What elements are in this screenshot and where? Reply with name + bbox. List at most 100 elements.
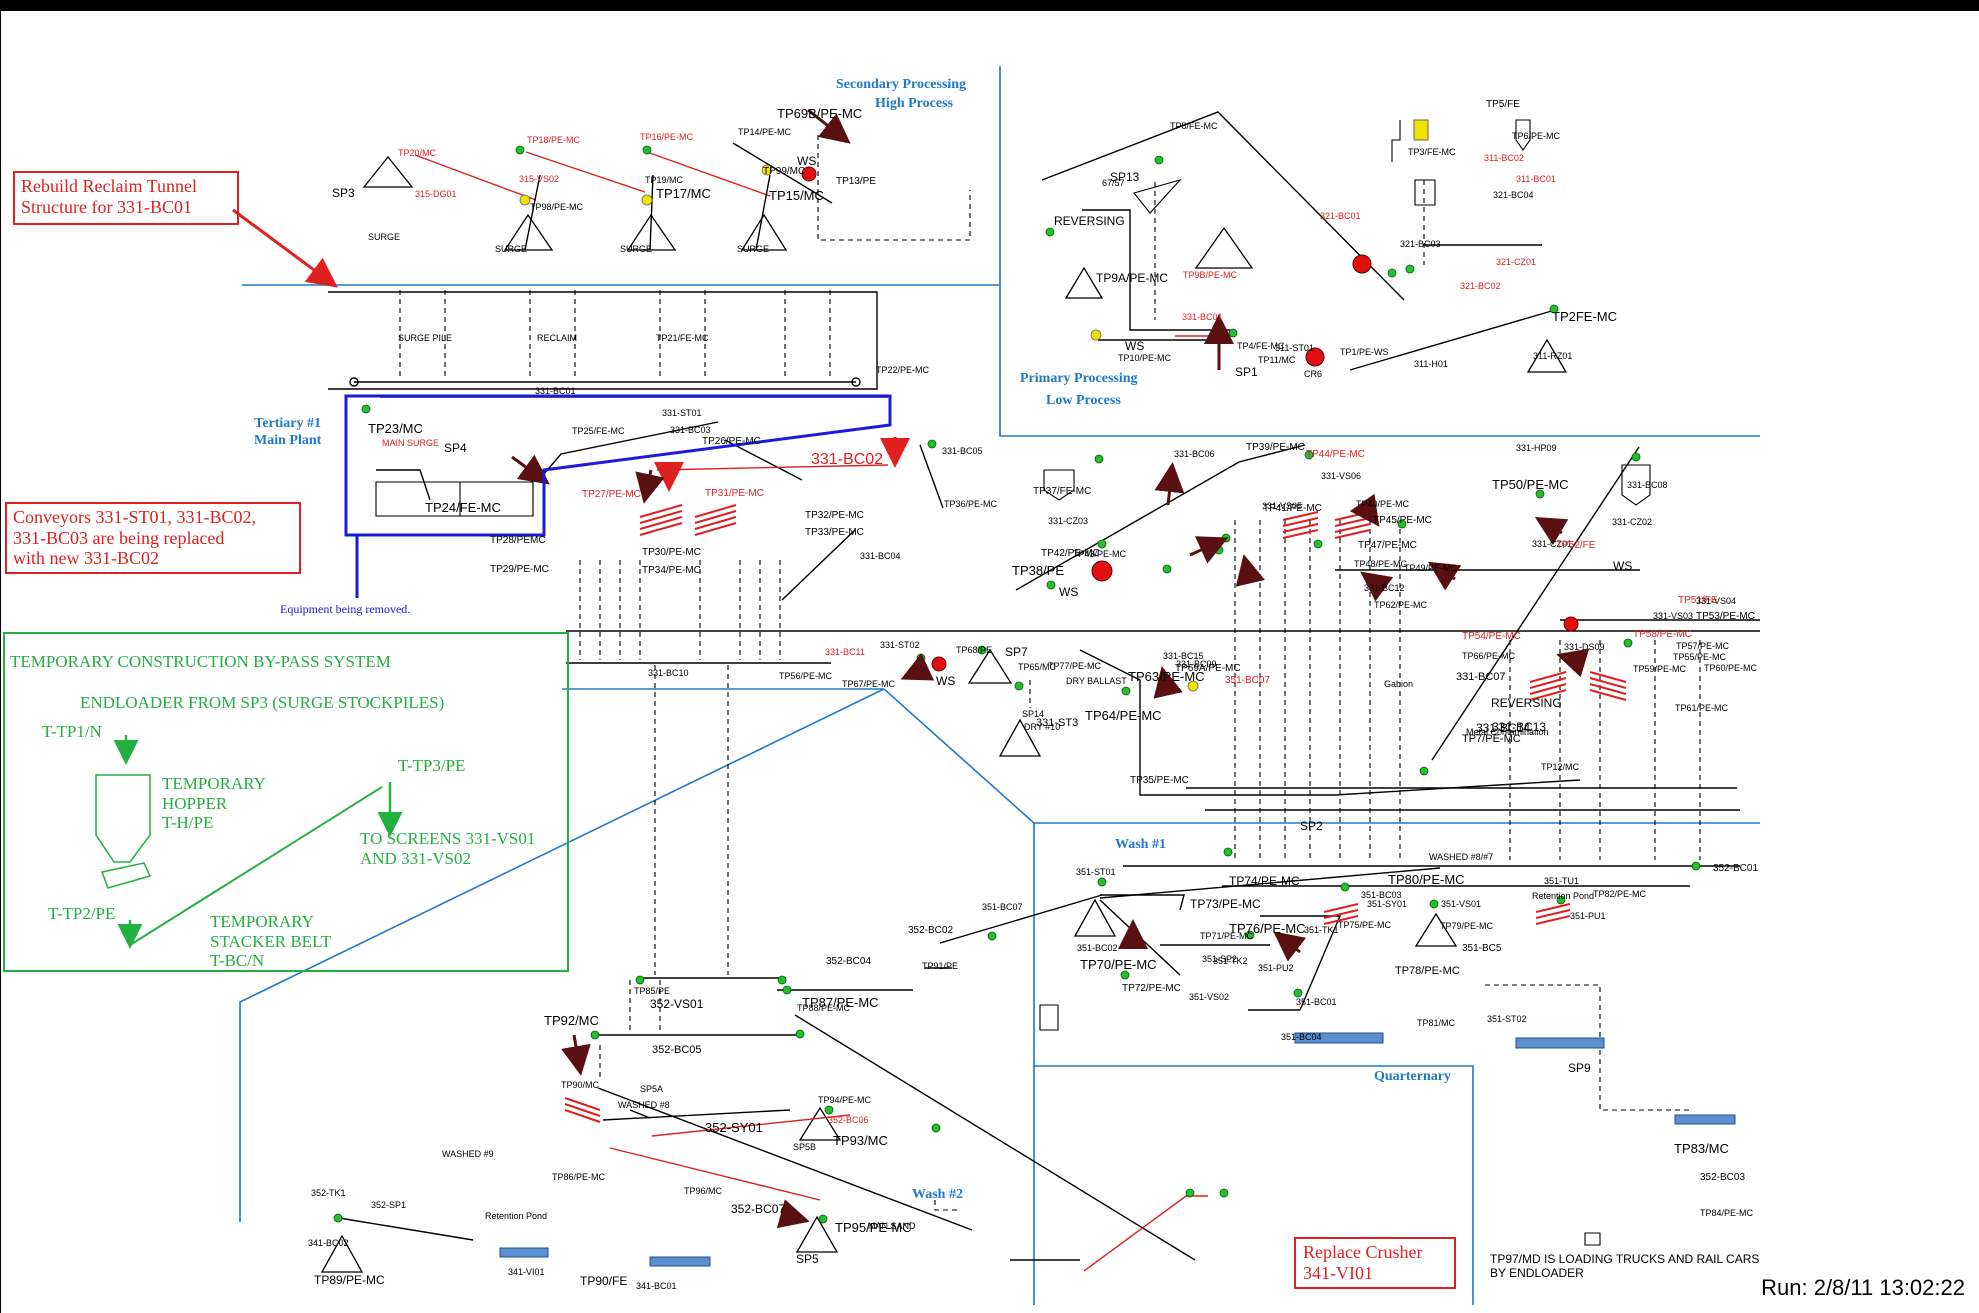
diagram-label: SP14: [1022, 710, 1044, 719]
diagram-label: TP62/PE-MC: [1374, 601, 1427, 610]
diagram-label: TP64/PE-MC: [1085, 709, 1162, 722]
diagram-label: 351-BC02: [1077, 944, 1118, 953]
diagram-label: TP86/PE-MC: [552, 1173, 605, 1182]
diagram-label: RECLAIM: [537, 334, 577, 343]
diagram-label: 351-BC07: [1225, 676, 1270, 686]
diagram-label: TP8/FE-MC: [1170, 122, 1218, 131]
diagram-label: TP79/PE-MC: [1440, 922, 1493, 931]
diagram-label: TP19/MC: [645, 176, 683, 185]
diagram-label: 315-VS02: [519, 175, 559, 184]
bypass-stacker-line: T-BC/N: [210, 951, 331, 971]
diagram-label: 351-VS01: [1441, 900, 1481, 909]
diagram-label: TP28/PEMC: [490, 536, 546, 546]
diagram-label: MAIN SURGE: [382, 439, 439, 448]
diagram-label: TP39/PE-MC: [1246, 443, 1305, 453]
diagram-label: TP34/PE-MC: [642, 566, 701, 576]
diagram-label: TP54/PE-MC: [1462, 632, 1521, 642]
diagram-label: TP5/FE: [1486, 100, 1520, 110]
secondary-area-line: High Process: [862, 95, 966, 114]
diagram-label: 351-TK2: [1213, 957, 1248, 966]
diagram-label: 352-SP1: [371, 1201, 406, 1210]
diagram-label: TP91/PE: [922, 962, 958, 971]
diagram-label: TP68/PE: [956, 646, 992, 655]
diagram-label: 311-BC02: [1484, 154, 1524, 163]
bypass-title: TEMPORARY CONSTRUCTION BY-PASS SYSTEM: [10, 652, 391, 672]
diagram-label: 331-BC04: [860, 552, 901, 561]
diagram-label: 311-RZ01: [1533, 352, 1572, 361]
diagram-label: TP15/MC: [769, 189, 824, 202]
tertiary-area-title: Tertiary #1 Main Plant: [254, 416, 321, 450]
diagram-label: TP57/PE-MC: [1676, 642, 1729, 651]
diagram-label: 321-BC02: [1460, 282, 1501, 291]
wash1-area-title: Wash #1: [1115, 838, 1166, 852]
diagram-label: TP1/PE-WS: [1340, 348, 1389, 357]
diagram-label: TP58/PE-MC: [1633, 630, 1692, 640]
diagram-label: 331-BC10: [648, 669, 689, 678]
diagram-label: TP72/PE-MC: [1122, 984, 1181, 994]
diagram-label: TP74/PE-MC: [1229, 875, 1300, 887]
diagram-label: 352-VS01: [650, 998, 703, 1010]
diagram-label: TP75/PE-MC: [1338, 921, 1391, 930]
diagram-label: WS: [1125, 340, 1144, 352]
diagram-label: WS: [1059, 586, 1078, 598]
diagram-label: 352-SY01: [705, 1121, 763, 1134]
diagram-label: SP5: [796, 1253, 819, 1265]
diagram-label: 352-BC04: [826, 957, 871, 967]
diagram-label: 331-BC06: [1174, 450, 1215, 459]
diagram-label: TP14/PE-MC: [738, 128, 791, 137]
diagram-label: SP1: [1235, 366, 1258, 378]
diagram-label: 331-BC05: [942, 447, 983, 456]
diagram-label: TP49/PE-MC: [1404, 564, 1457, 573]
diagram-label: TP82/PE-MC: [1593, 890, 1646, 899]
reclaim-callout-line: Rebuild Reclaim Tunnel: [21, 176, 231, 197]
bypass-tp3: T-TP3/PE: [398, 756, 465, 776]
quaternary-area-title: Quarternary: [1374, 1070, 1451, 1084]
loading-note-line: BY ENDLOADER: [1490, 1267, 1759, 1281]
conveyors-callout: Conveyors 331-ST01, 331-BC02, 331-BC03 a…: [7, 505, 299, 571]
diagram-label: TP52/FE: [1556, 541, 1595, 551]
diagram-label: 351-ST02: [1487, 1015, 1527, 1024]
diagram-label: TP69A/PE-MC: [1175, 664, 1241, 674]
diagram-label: TP43/PE-MC: [1073, 550, 1126, 559]
diagram-label: TP13/PE: [836, 177, 876, 187]
diagram-label: TP32/PE-MC: [805, 511, 864, 521]
bypass-endloader: ENDLOADER FROM SP3 (SURGE STOCKPILES): [80, 693, 444, 713]
area-boundaries: [240, 66, 1760, 1305]
diagram-label: TP81/MC: [1417, 1019, 1455, 1028]
diagram-label: 331-BC11: [825, 648, 865, 657]
diagram-label: SP3: [332, 187, 355, 199]
diagram-label: 331-ST02: [880, 641, 920, 650]
diagram-label: WASHED #9: [442, 1150, 494, 1159]
diagram-label: TP33/PE-MC: [805, 528, 864, 538]
diagram-label: MAN SAND: [868, 1222, 916, 1231]
diagram-label: 331-VS06: [1321, 472, 1361, 481]
ws-markers: [802, 167, 1578, 671]
run-timestamp: Run: 2/8/11 13:02:22: [1761, 1275, 1965, 1301]
diagram-label: TP10/PE-MC: [1118, 354, 1171, 363]
diagram-label: TP60/PE-MC: [1704, 664, 1757, 673]
diagram-label: TP53/PE-MC: [1696, 612, 1755, 622]
diagram-label: 341-BC01: [636, 1282, 677, 1291]
reclaim-callout-line: Structure for 331-BC01: [21, 197, 231, 218]
diagram-label: 352-BC07: [731, 1203, 785, 1215]
red-conveyors: [610, 336, 1230, 1271]
diagram-label: WASHED #8/#7: [1429, 853, 1493, 862]
diagram-label: TP92/MC: [544, 1014, 599, 1027]
diagram-label: SURGE: [737, 245, 769, 254]
diagram-label: 331-BC01: [535, 387, 576, 396]
diagram-label: TP83/MC: [1674, 1142, 1729, 1155]
bypass-stacker: TEMPORARY STACKER BELT T-BC/N: [210, 912, 331, 971]
diagram-label: TP66/PE-MC: [1462, 652, 1515, 661]
tertiary-area-line: Main Plant: [254, 433, 321, 450]
diagram-label: TP77/PE-MC: [1048, 662, 1101, 671]
diagram-label: 352-BC01: [1713, 864, 1758, 874]
crusher-callout-line: 341-VI01: [1303, 1263, 1449, 1284]
diagram-label: TP17/MC: [656, 187, 711, 200]
diagram-label: 351-BC04: [1281, 1033, 1322, 1042]
diagram-label: 351-PU1: [1570, 912, 1606, 921]
diagram-label: 321-BC01: [1320, 212, 1361, 221]
diagram-label: 351-PU2: [1258, 964, 1294, 973]
diagram-label: 352-TK1: [311, 1189, 346, 1198]
equipment-removed-note: Equipment being removed.: [280, 603, 410, 615]
diagram-label: TP78/PE-MC: [1395, 966, 1460, 977]
